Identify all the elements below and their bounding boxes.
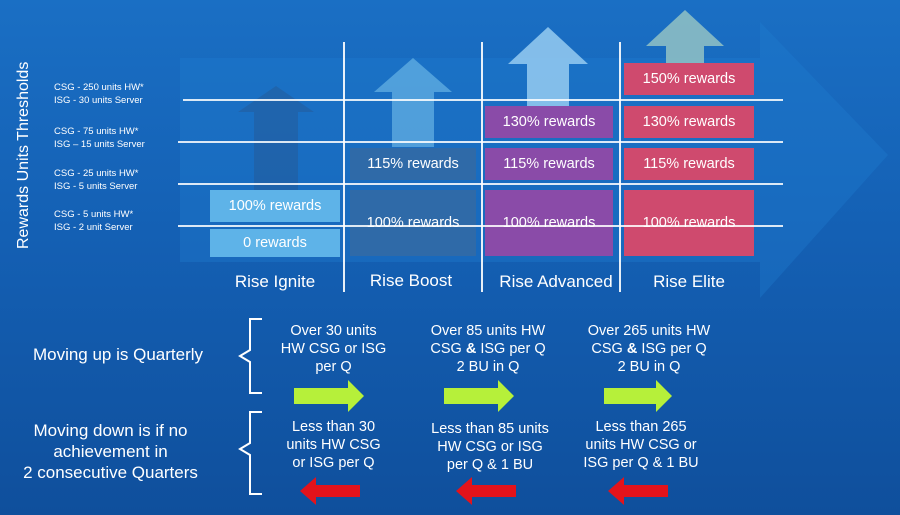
column-divider-2	[481, 42, 483, 292]
moving-up-brace-icon	[238, 318, 262, 394]
ignite-up-arrow-icon	[238, 86, 314, 190]
threshold-line-5	[178, 225, 783, 227]
up-arrow-2-icon	[444, 380, 514, 412]
threshold-label-250: CSG - 250 units HW* ISG - 30 units Serve…	[54, 82, 144, 106]
tier-name-ignite: Rise Ignite	[234, 272, 316, 291]
threshold-line-250	[183, 99, 783, 101]
threshold-line-75	[178, 141, 783, 143]
up-rule-boost: Over 85 units HW CSG & ISG per Q 2 BU in…	[430, 323, 546, 375]
column-divider-1	[343, 42, 345, 292]
moving-down-brace-icon	[238, 411, 262, 495]
elite-up-arrow-icon	[646, 10, 724, 64]
threshold-line-25	[178, 183, 783, 185]
boost-up-arrow-icon	[374, 58, 452, 147]
up-rule-ignite: Over 30 units HW CSG or ISG per Q	[280, 323, 387, 375]
advanced-up-arrow-icon	[508, 27, 588, 106]
moving-down-label: Moving down is if no achievement in 2 co…	[23, 421, 198, 482]
tier-name-elite: Rise Elite	[653, 272, 725, 291]
advanced-reward-100: 100% rewards	[485, 190, 613, 256]
threshold-label-25: CSG - 25 units HW* ISG - 5 units Server	[54, 168, 139, 192]
elite-reward-115: 115% rewards	[624, 148, 754, 180]
advanced-reward-130: 130% rewards	[485, 106, 613, 138]
up-arrow-3-icon	[604, 380, 672, 412]
elite-reward-100: 100% rewards	[624, 190, 754, 256]
column-divider-3	[619, 42, 621, 292]
down-arrow-1-icon	[300, 477, 360, 505]
moving-up-label: Moving up is Quarterly	[32, 345, 204, 364]
elite-reward-150: 150% rewards	[624, 63, 754, 95]
elite-reward-130: 130% rewards	[624, 106, 754, 138]
tier-name-advanced: Rise Advanced	[499, 272, 613, 291]
threshold-label-5: CSG - 5 units HW* ISG - 2 unit Server	[54, 209, 134, 233]
ignite-reward-100: 100% rewards	[210, 190, 340, 222]
down-rule-elite: Less than 265 units HW CSG or ISG per Q …	[583, 419, 699, 471]
boost-reward-100: 100% rewards	[350, 190, 476, 256]
down-arrow-2-icon	[456, 477, 516, 505]
down-rule-advanced: Less than 85 units HW CSG or ISG per Q &…	[431, 421, 549, 473]
up-rule-advanced: Over 265 units HW CSG & ISG per Q 2 BU i…	[587, 323, 711, 375]
down-rule-boost: Less than 30 units HW CSG or ISG per Q	[286, 419, 381, 471]
advanced-reward-115: 115% rewards	[485, 148, 613, 180]
down-arrow-3-icon	[608, 477, 668, 505]
up-arrow-1-icon	[294, 380, 364, 412]
ignite-reward-0: 0 rewards	[210, 229, 340, 257]
threshold-label-75: CSG - 75 units HW* ISG – 15 units Server	[54, 126, 145, 150]
boost-reward-115: 115% rewards	[350, 148, 476, 180]
tier-name-boost: Rise Boost	[369, 271, 453, 290]
